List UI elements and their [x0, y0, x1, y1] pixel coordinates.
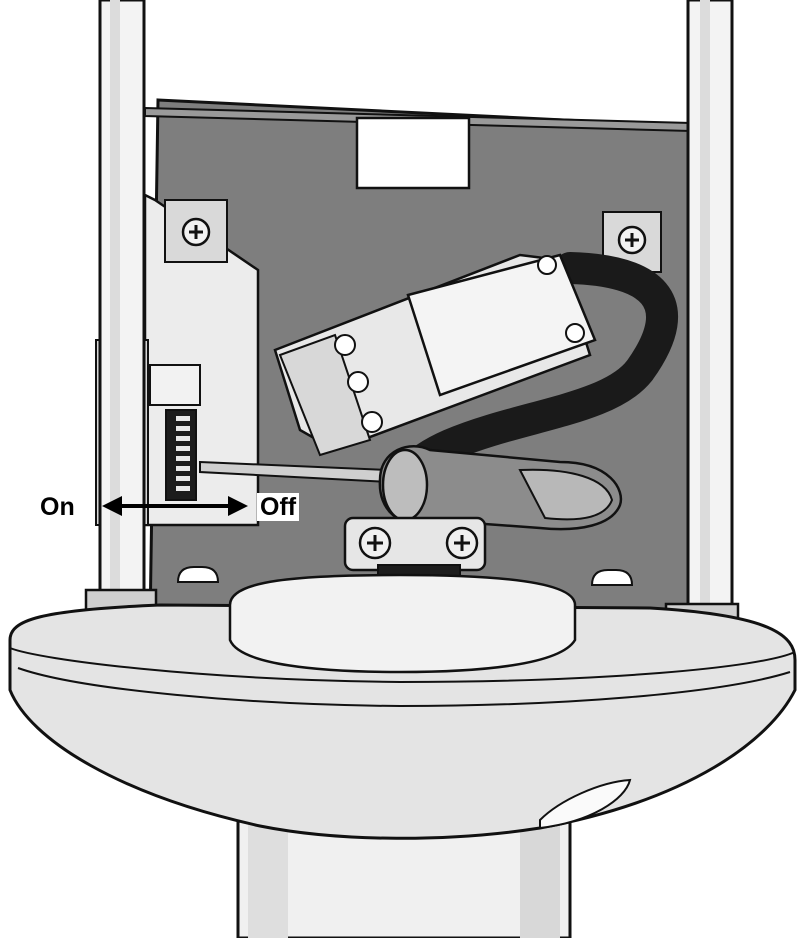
off-label: Off [257, 493, 300, 521]
screw-icon [445, 526, 479, 560]
screw-icon [181, 217, 211, 247]
screwdriver [199, 445, 623, 531]
terminal-connector [273, 253, 597, 457]
dome-base [8, 573, 797, 840]
screw-icon [358, 526, 392, 560]
dip-switch-block [149, 364, 201, 501]
on-label: On [40, 493, 75, 521]
on-off-double-arrow-icon [102, 496, 248, 516]
